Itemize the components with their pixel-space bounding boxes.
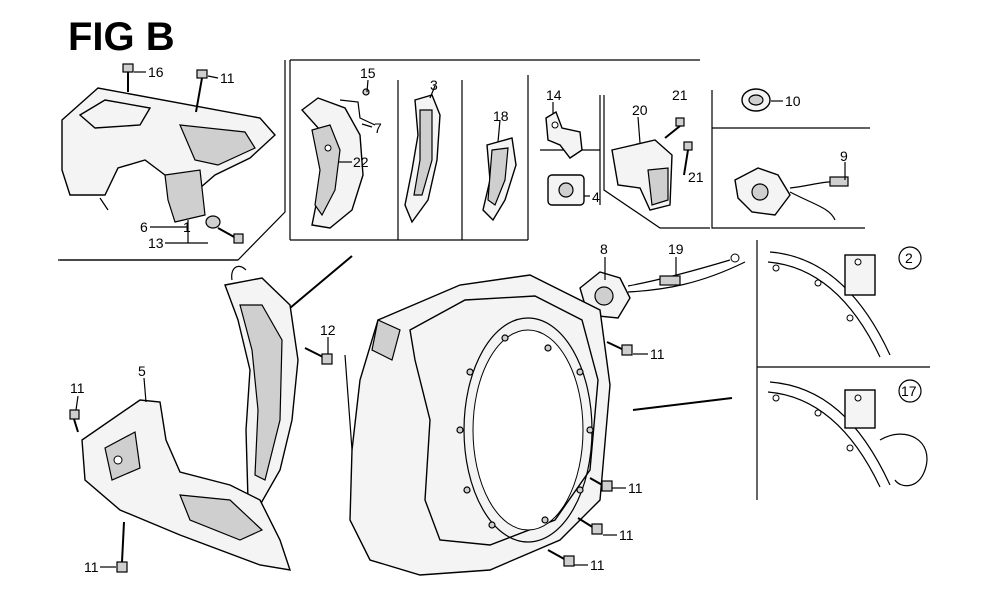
fan-cover-part (344, 274, 611, 576)
callout-21-a: 21 (672, 87, 688, 103)
callout-11-housing-right-a: 11 (628, 480, 643, 496)
inset-2-part (767, 251, 891, 358)
callout-5: 5 (138, 363, 146, 379)
switch-9-part (734, 167, 849, 221)
callout-22: 22 (353, 154, 369, 170)
callout-circle-17 (898, 379, 922, 403)
bolt-11-top-part (195, 69, 208, 113)
callout-17: 17 (901, 383, 917, 399)
shroud-18-part (482, 137, 517, 222)
bolt-16-part (122, 63, 134, 92)
inset-17-part (767, 381, 928, 488)
callout-15: 15 (360, 65, 376, 81)
clamp-4-part (547, 174, 585, 206)
callout-11-housing-bottom: 11 (590, 557, 605, 573)
callout-9: 9 (840, 148, 848, 164)
callout-6: 6 (140, 219, 148, 235)
bolt-11-housing-right-b-part (577, 517, 603, 535)
bolt-21-a-part (664, 117, 685, 139)
bolt-11-cover-bottom-part (116, 521, 128, 573)
side-shroud-part (224, 265, 299, 506)
grommet-10-part (741, 88, 771, 112)
shroud-3-part (404, 94, 441, 224)
callout-13: 13 (148, 235, 164, 251)
callout-4: 4 (592, 189, 600, 205)
callout-11-housing-top: 11 (650, 346, 665, 362)
upper-shroud-part (61, 87, 276, 223)
callout-3: 3 (430, 77, 438, 93)
callout-10: 10 (785, 93, 801, 109)
callout-11-top: 11 (220, 70, 235, 86)
callout-12: 12 (320, 322, 336, 338)
callout-11-housing-right-b: 11 (619, 527, 634, 543)
callout-2: 2 (905, 250, 913, 266)
callout-leaders (75, 71, 846, 568)
bolt-11-cover-left-part (69, 409, 80, 433)
bolt-11-housing-right-a-part (589, 477, 613, 492)
callout-1: 1 (183, 219, 191, 235)
callout-19: 19 (668, 241, 684, 257)
callout-11-cover-bottom: 11 (84, 559, 99, 575)
callout-8: 8 (600, 241, 608, 257)
bolt-13-part (205, 215, 244, 244)
lower-cover-5-part (81, 399, 292, 571)
bracket-14-part (545, 110, 583, 159)
callout-labels: 16 11 15 3 18 14 20 21 10 7 22 4 21 9 6 … (70, 64, 917, 575)
callout-21-b: 21 (688, 169, 704, 185)
callout-circle-2 (898, 246, 922, 270)
callout-16: 16 (148, 64, 164, 80)
bolt-12-part (304, 347, 333, 365)
callout-7: 7 (374, 120, 382, 136)
bolt-11-housing-top-part (606, 341, 633, 356)
shroud-22-part (300, 97, 364, 229)
figure-title: FIG B (68, 15, 175, 59)
bolt-11-housing-bottom-part (547, 549, 575, 567)
bolt-21-b-part (683, 141, 693, 176)
callout-11-cover-left: 11 (70, 380, 85, 396)
callout-14: 14 (546, 87, 562, 103)
callout-20: 20 (632, 102, 648, 118)
section-frames (58, 59, 930, 500)
bracket-20-part (611, 139, 673, 211)
callout-18: 18 (493, 108, 509, 124)
